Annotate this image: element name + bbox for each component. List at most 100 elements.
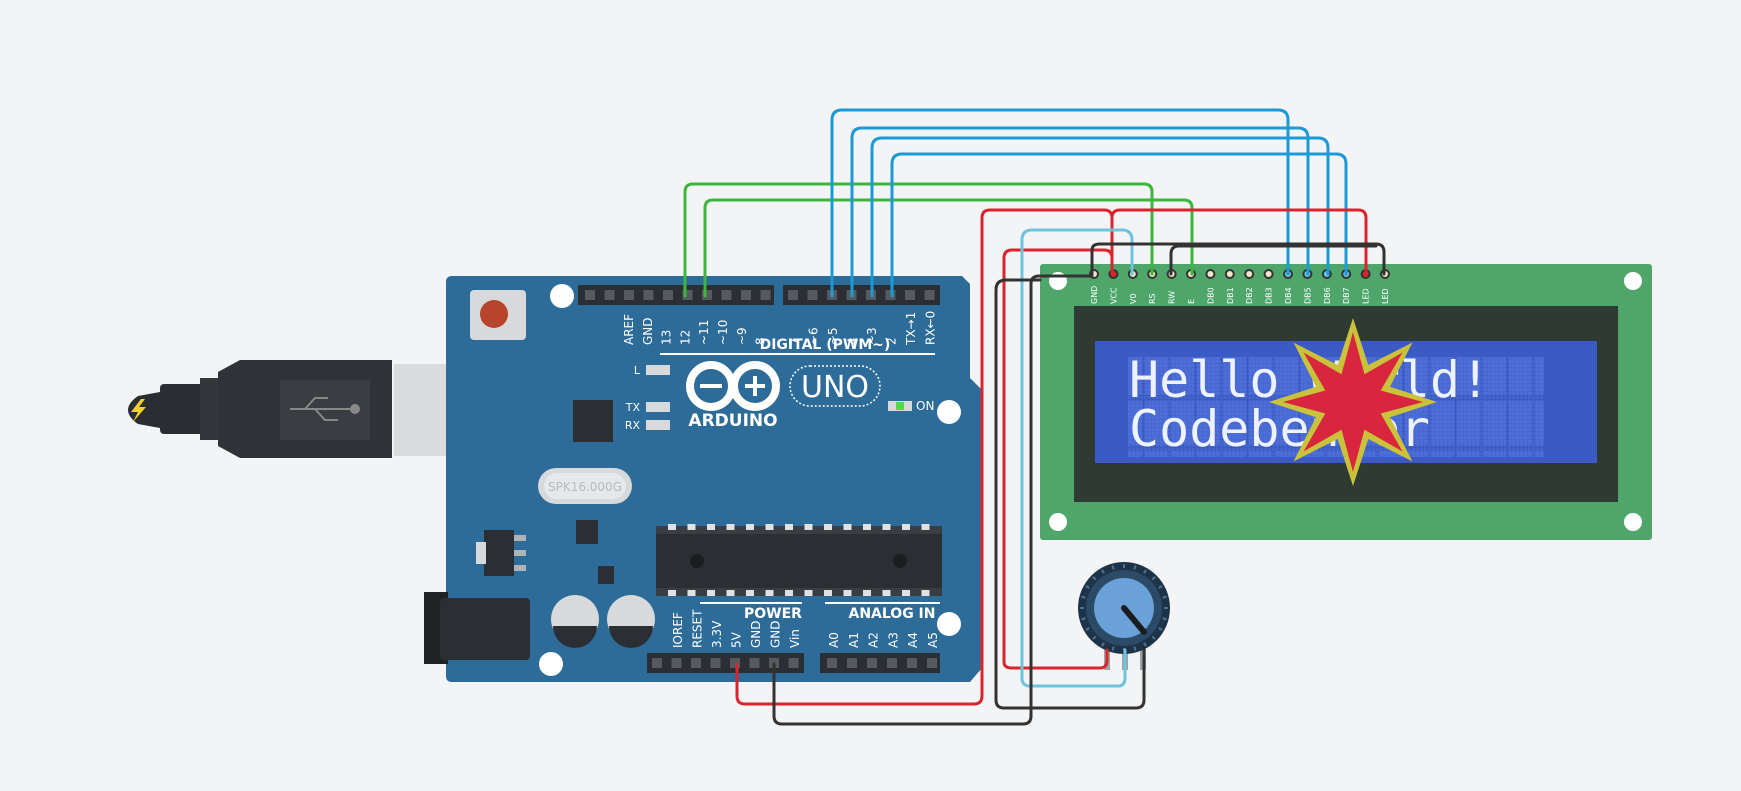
- pin-label: 7: [787, 337, 801, 345]
- capacitor: [551, 595, 599, 648]
- header-pin[interactable]: [827, 658, 837, 668]
- svg-text:L: L: [634, 364, 641, 377]
- usb-plug-boot: [160, 384, 205, 434]
- header-pin[interactable]: [710, 658, 721, 668]
- header-pin[interactable]: [741, 290, 751, 300]
- header-pin[interactable]: [671, 658, 682, 668]
- header-pin[interactable]: [721, 290, 732, 300]
- pin-label: ~11: [697, 320, 711, 345]
- arduino-brand-label: ARDUINO: [688, 411, 777, 431]
- lightning-icon: [131, 399, 146, 422]
- reset-button[interactable]: [470, 290, 526, 340]
- pin-label: GND: [641, 317, 655, 345]
- pin-label: A2: [867, 632, 881, 648]
- lcd-pin-label: LED: [1362, 288, 1371, 304]
- wire-cyan-v0[interactable]: [1020, 228, 1134, 688]
- pin-label: GND: [769, 620, 783, 648]
- lcd-pin-label: DB2: [1245, 287, 1254, 304]
- header-pin[interactable]: [585, 290, 595, 300]
- svg-text:RX: RX: [625, 419, 641, 432]
- pin-label: GND: [749, 620, 763, 648]
- dc-power-jack[interactable]: [424, 592, 530, 664]
- pin-label: RESET: [691, 609, 705, 648]
- pin-label: Vin: [788, 629, 802, 648]
- header-pin[interactable]: [907, 658, 917, 668]
- wire-black-rw[interactable]: [1169, 244, 1378, 276]
- header-pin[interactable]: [924, 290, 935, 300]
- mount-hole: [937, 400, 961, 424]
- digital-header-right: [783, 285, 940, 305]
- lcd-pin-label: DB6: [1323, 287, 1332, 304]
- header-pin[interactable]: [682, 290, 693, 300]
- pin-label: ~9: [735, 327, 749, 345]
- wire-blue-db4[interactable]: [830, 108, 1290, 298]
- analog-section-label: ANALOG IN: [848, 606, 935, 622]
- svg-text:SPK16.000G: SPK16.000G: [548, 480, 622, 494]
- header-pin[interactable]: [807, 290, 818, 300]
- potentiometer[interactable]: [1078, 562, 1170, 670]
- crystal-oscillator: SPK16.000G: [538, 468, 632, 504]
- wire-blue-db6[interactable]: [870, 136, 1330, 298]
- header-pin[interactable]: [663, 290, 673, 300]
- pin-label: 8: [754, 337, 768, 345]
- atmega-chip: [656, 524, 942, 596]
- header-pin[interactable]: [643, 290, 654, 300]
- wire-red-led[interactable]: [1110, 208, 1368, 276]
- pin-label: 5V: [730, 631, 744, 648]
- header-pin[interactable]: [749, 658, 760, 668]
- usb-icon: [290, 397, 360, 421]
- header-pin[interactable]: [887, 658, 897, 668]
- header-pin[interactable]: [702, 290, 712, 300]
- pin-label: ~5: [826, 327, 840, 345]
- wire-blue-db7[interactable]: [890, 152, 1348, 298]
- pin-label: 2: [885, 337, 899, 345]
- header-pin[interactable]: [788, 658, 799, 668]
- wire-black-gnd[interactable]: [772, 274, 1094, 726]
- pin-label: 12: [678, 330, 692, 345]
- header-pin[interactable]: [730, 658, 740, 668]
- lcd-pin-label: DB5: [1303, 287, 1312, 304]
- header-pin[interactable]: [847, 658, 857, 668]
- transistor: [598, 566, 614, 584]
- header-pin[interactable]: [905, 290, 915, 300]
- header-pin[interactable]: [624, 290, 634, 300]
- arduino-uno-board[interactable]: SPK16.000G: [424, 276, 982, 682]
- wire-red-5v[interactable]: [735, 208, 1114, 706]
- wire-black-gnd-board[interactable]: [994, 278, 1146, 710]
- led-indicators: L TX RX: [625, 364, 670, 432]
- header-pin[interactable]: [604, 290, 615, 300]
- on-led: ON: [888, 399, 934, 413]
- analog-header: [820, 653, 940, 673]
- lcd-pin-label: VCC: [1109, 287, 1118, 304]
- mount-hole: [1049, 513, 1067, 531]
- pin-label: A3: [886, 632, 900, 648]
- header-pin[interactable]: [927, 658, 937, 668]
- voltage-regulator: [484, 530, 514, 576]
- wire-green-rs[interactable]: [683, 182, 1154, 298]
- header-pin[interactable]: [691, 658, 701, 668]
- pin-label: A5: [926, 632, 940, 648]
- wire-black-gnd-pot[interactable]: [1090, 242, 1386, 276]
- svg-text:TX: TX: [625, 401, 641, 414]
- wire-red-pot[interactable]: [1002, 248, 1114, 670]
- lcd-pin-label: DB0: [1206, 287, 1215, 304]
- pin-label: IOREF: [671, 612, 685, 648]
- pin-label: 4: [846, 337, 860, 345]
- header-pin[interactable]: [652, 658, 662, 668]
- wire-green-e[interactable]: [703, 198, 1194, 298]
- uno-badge: [789, 365, 881, 407]
- pin-label: AREF: [622, 314, 636, 345]
- header-pin[interactable]: [760, 290, 771, 300]
- header-pin[interactable]: [788, 290, 798, 300]
- header-pin[interactable]: [867, 658, 877, 668]
- small-chip: [576, 520, 598, 544]
- explosion-icon: [1269, 318, 1437, 486]
- lcd-pin-label: DB1: [1226, 287, 1235, 304]
- svg-text:ON: ON: [916, 399, 934, 413]
- capacitor: [607, 595, 655, 648]
- wires: [683, 108, 1386, 726]
- lcd-pin-label: V0: [1129, 293, 1138, 304]
- tx-led: [646, 402, 670, 412]
- wire-blue-db5[interactable]: [850, 126, 1310, 298]
